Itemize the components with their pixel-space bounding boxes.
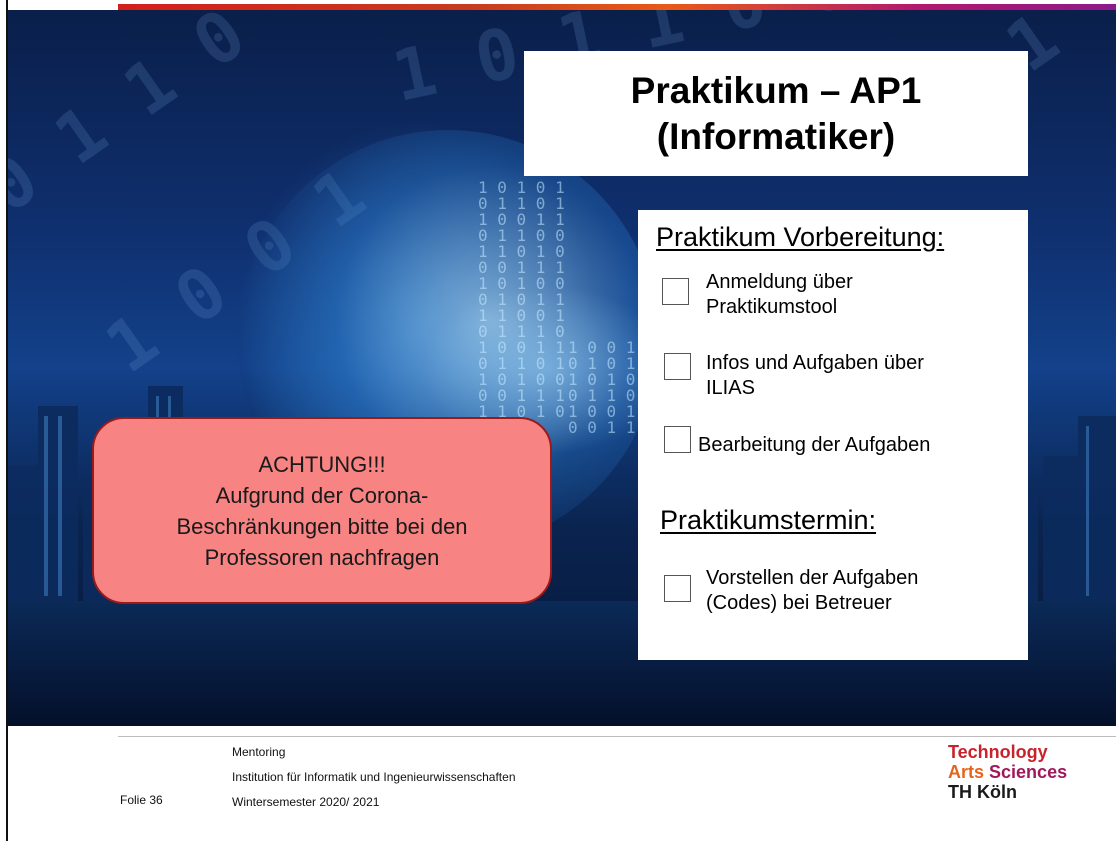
slide-title-line2: (Informatiker): [656, 115, 896, 157]
warning-line-4: Professoren nachfragen: [204, 544, 440, 570]
checkbox-registration[interactable]: [662, 278, 689, 305]
checklist-item-tasks: Bearbeitung der Aufgaben: [698, 434, 931, 456]
warning-line-1: ACHTUNG!!!: [258, 451, 386, 477]
footer-mentoring: Mentoring: [232, 745, 286, 759]
title-box: Praktikum – AP1 (Informatiker): [524, 51, 1028, 176]
slide-title-line1: Praktikum – AP1: [630, 69, 922, 111]
logo-word-sciences: Sciences: [989, 762, 1068, 782]
warning-line-2: Aufgrund der Corona-: [215, 482, 429, 508]
section-heading-preparation: Praktikum Vorbereitung:: [656, 222, 945, 252]
footer-institution: Institution für Informatik und Ingenieur…: [232, 770, 516, 784]
logo-word-arts: Arts: [948, 762, 985, 782]
checkbox-infos[interactable]: [664, 353, 691, 380]
footer-semester: Wintersemester 2020/ 2021: [232, 795, 380, 809]
warning-box: ACHTUNG!!! Aufgrund der Corona- Beschrän…: [92, 417, 552, 604]
left-border-line: [6, 0, 8, 841]
logo-word-technology: Technology: [948, 742, 1048, 762]
th-koeln-logo: Technology Arts Sciences TH Köln: [948, 742, 1067, 802]
footer-divider: [118, 736, 1116, 737]
checkbox-presentation[interactable]: [664, 575, 691, 602]
checklist-item-infos: Infos und Aufgaben über ILIAS: [706, 352, 924, 399]
checklist-item-registration: Anmeldung über Praktikumstool: [706, 271, 853, 318]
checklist-panel: Praktikum Vorbereitung: Anmeldung über P…: [638, 210, 1028, 660]
top-accent-bar: [118, 4, 1116, 10]
checkbox-tasks[interactable]: [664, 426, 691, 453]
section-heading-appointment: Praktikumstermin:: [660, 505, 877, 535]
checklist-item-presentation: Vorstellen der Aufgaben (Codes) bei Betr…: [706, 567, 919, 614]
warning-line-3: Beschränkungen bitte bei den: [176, 513, 468, 539]
slide-number: Folie 36: [120, 793, 163, 807]
logo-line-arts-sciences: Arts Sciences: [948, 762, 1067, 782]
logo-word-th-koeln: TH Köln: [948, 782, 1017, 802]
